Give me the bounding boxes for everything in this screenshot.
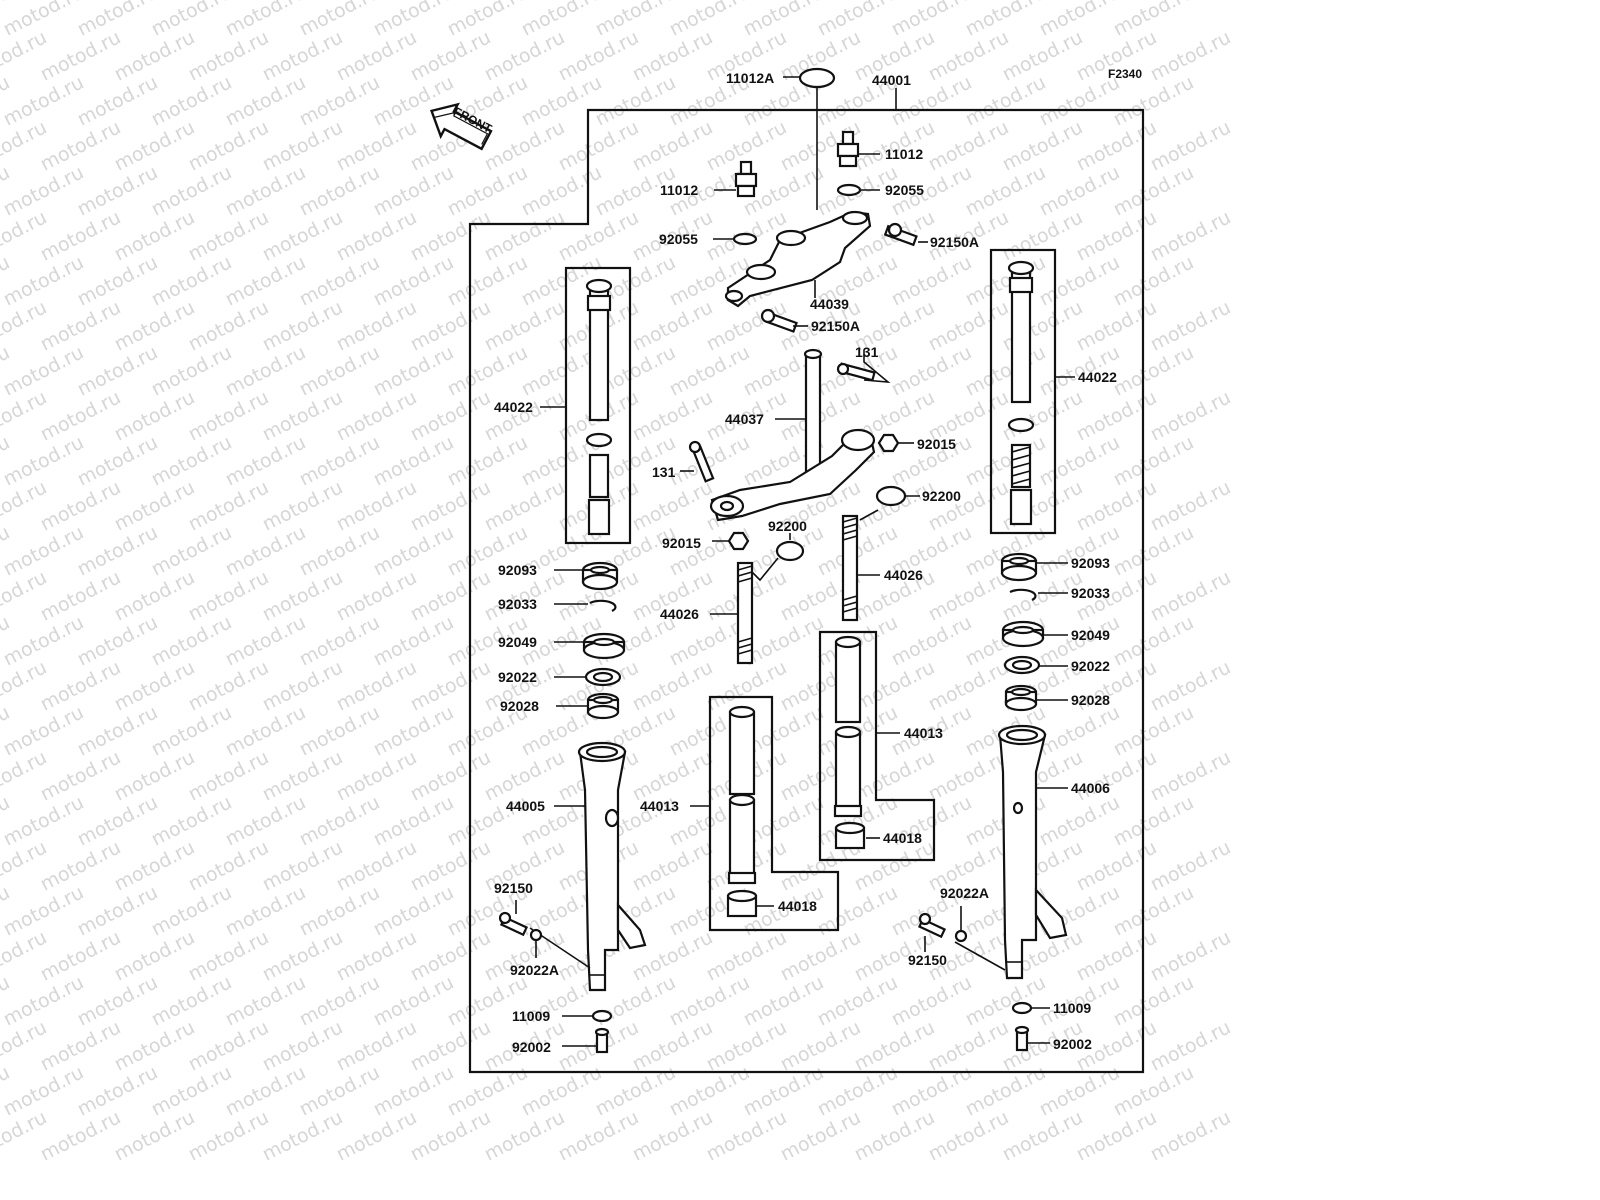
ring28-left-part [586,692,620,720]
washer-92200-right-part [875,485,907,507]
bolt-131-left-part [688,440,715,483]
label-131-top: 131 [855,344,879,360]
guide-right-part [834,821,866,850]
cylinder-right-part [833,635,863,818]
seal-left-part [581,561,619,591]
label-bolt-bottom-left: 92150 [494,880,533,896]
ring22-left-part [584,667,622,687]
cylinder-left-part [727,705,757,885]
label-gasket-left: 92022A [510,962,560,978]
label-ring49-left: 92049 [498,634,537,650]
valve-right-part [836,130,860,168]
label-screw-right: 92002 [1053,1036,1092,1052]
assembly-frame [468,108,1145,1074]
label-pipe-right: 44026 [884,567,923,583]
outer-tube-left-part [577,741,647,992]
label-ring22-left: 92022 [498,669,537,685]
ring28-right-part [1004,684,1038,712]
bolt-92150a-right-part [883,222,918,247]
washer-11009-left-part [591,1009,613,1023]
inner-tube-left-part [585,278,613,536]
label-washer11-right: 11009 [1053,1000,1092,1016]
outer-tube-right-part [997,724,1068,980]
cylinder-left-box [708,695,840,932]
oring-right-part [836,183,862,197]
label-ring28-left: 92028 [500,698,539,714]
label-outer-tube-left: 44005 [506,798,545,814]
label-inner-tube-left: 44022 [494,399,533,415]
nut-right-part [877,433,900,453]
clip-left-part [589,599,617,612]
label-ring22-right: 92022 [1071,658,1110,674]
washer-92200-left-part [775,540,805,562]
ring49-right-part [1001,620,1045,648]
label-valve-left: 11012 [660,182,699,198]
gasket-left-part [529,928,543,942]
clip-right-part [1009,588,1037,601]
oring-left-part [732,232,758,246]
inner-tube-right-part [1007,260,1035,526]
seal-right-part [1000,552,1038,582]
fork-pipe-right-part [841,514,859,622]
bolt-92150-left-part [498,911,591,969]
guide-left-part [726,889,758,918]
label-seal-left: 92093 [498,562,537,578]
screw-92002-right-part [1014,1025,1030,1052]
upper-bracket-part [726,210,872,308]
label-washer-right: 92200 [922,488,961,504]
cap-part [798,67,836,89]
lower-bracket-part [710,432,876,522]
inner-tube-left-box [564,266,632,545]
bolt-92150-right-part [917,912,1006,971]
label-assy: 44001 [872,72,911,88]
label-guide-right: 44018 [883,830,922,846]
gasket-right-part [954,929,968,943]
bolt-131-top-part [836,362,876,382]
washer-11009-right-part [1011,1001,1033,1015]
label-bolt-top-center: 92150A [811,318,861,334]
label-stem: 44037 [725,411,764,427]
label-cylinder-left: 44013 [640,798,679,814]
label-oring-right: 92055 [885,182,924,198]
label-pipe-left: 44026 [660,606,699,622]
label-nut-left: 92015 [662,535,701,551]
figure-code: F2340 [1108,67,1143,81]
label-cap: 11012A [726,70,775,86]
label-clip-right: 92033 [1071,585,1110,601]
ring49-left-part [582,632,626,660]
nut-left-part [727,531,750,551]
label-guide-left: 44018 [778,898,817,914]
front-arrow [429,102,493,151]
cylinder-right-box [818,630,936,862]
label-bolt-bottom-right: 92150 [908,952,947,968]
label-oring-left: 92055 [659,231,698,247]
label-bolt-top-right: 92150A [930,234,980,250]
inner-tube-right-box [989,248,1057,535]
ring22-right-part [1003,655,1041,675]
label-ring49-right: 92049 [1071,627,1110,643]
label-washer11-left: 11009 [512,1008,551,1024]
label-screw-left: 92002 [512,1039,551,1055]
label-washer-left: 92200 [768,518,807,534]
label-nut-right: 92015 [917,436,956,452]
label-gasket-right: 92022A [940,885,990,901]
fork-pipe-left-part [736,561,754,665]
label-seal-right: 92093 [1071,555,1110,571]
valve-left-part [734,160,758,198]
label-ring28-right: 92028 [1071,692,1110,708]
label-inner-tube-right: 44022 [1078,369,1117,385]
label-upper-bracket: 44039 [810,296,849,312]
label-131-left: 131 [652,464,676,480]
label-clip-left: 92033 [498,596,537,612]
screw-92002-left-part [594,1027,610,1054]
label-cylinder-right: 44013 [904,725,943,741]
label-outer-tube-right: 44006 [1071,780,1110,796]
label-valve-right: 11012 [885,146,924,162]
bolt-92150a-center-part [760,308,798,333]
